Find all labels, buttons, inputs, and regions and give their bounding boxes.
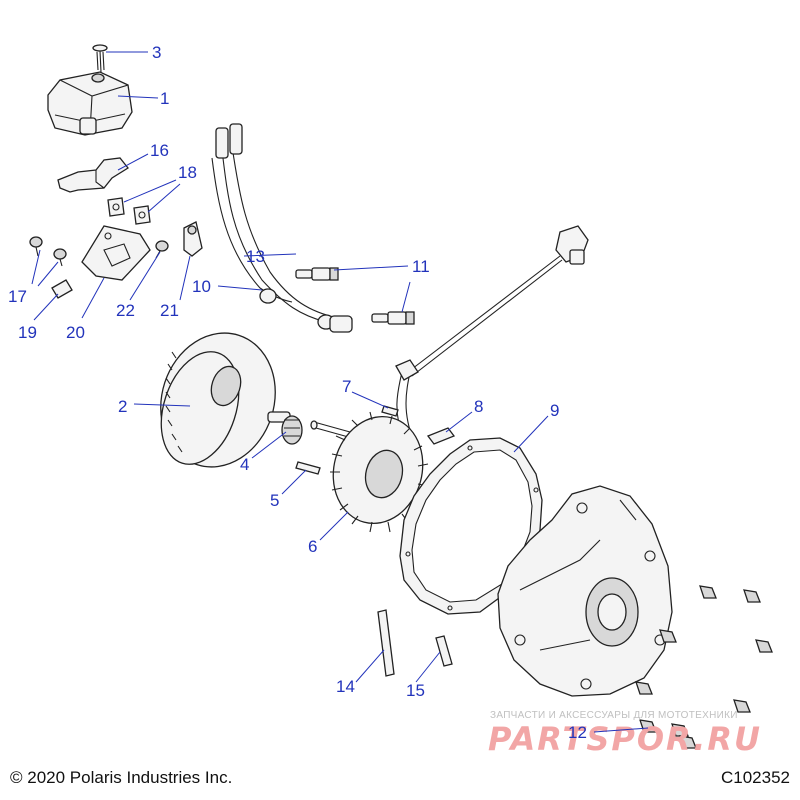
callout-17: 17 <box>8 287 27 306</box>
callout-5: 5 <box>270 491 279 510</box>
watermark-tagline: ЗАПЧАСТИ И АКСЕССУАРЫ ДЛЯ МОТОТЕХНИКИ <box>490 710 738 721</box>
stator-harness <box>395 225 589 443</box>
part-6-stator <box>330 411 429 533</box>
part-16-bracket <box>57 157 129 193</box>
housing-bolts <box>635 585 773 749</box>
callout-2: 2 <box>118 397 127 416</box>
part-14-hose <box>377 609 395 677</box>
callout-13: 13 <box>246 247 265 266</box>
part-19-clip <box>51 279 73 299</box>
copyright-notice: © 2020 Polaris Industries Inc. <box>10 768 233 787</box>
callout-16: 16 <box>150 141 169 160</box>
callout-8: 8 <box>474 397 483 416</box>
callout-21: 21 <box>160 301 179 320</box>
stator-cover <box>497 485 673 697</box>
callout-12: 12 <box>568 723 587 742</box>
callout-20: 20 <box>66 323 85 342</box>
part-15-hose <box>435 635 453 667</box>
part-4-gear <box>267 411 303 445</box>
part-11-spark-plugs <box>295 267 415 325</box>
callout-3: 3 <box>152 43 161 62</box>
callout-6: 6 <box>308 537 317 556</box>
stator-bolts <box>310 420 353 439</box>
leader-lines <box>31 51 649 733</box>
watermark: ЗАПЧАСТИ И АКСЕССУАРЫ ДЛЯ МОТОТЕХНИКИ PA… <box>488 710 762 758</box>
part-18-clips <box>107 197 151 225</box>
callout-18: 18 <box>178 163 197 182</box>
callout-4: 4 <box>240 455 249 474</box>
callout-22: 22 <box>116 301 135 320</box>
callouts: 3 1 16 18 17 19 20 22 21 10 13 11 2 7 8 … <box>8 43 587 742</box>
part-5-pin <box>295 461 321 475</box>
part-3-screw <box>92 44 108 73</box>
callout-11: 11 <box>412 257 430 276</box>
part-8-clamp <box>426 427 456 445</box>
callout-10: 10 <box>192 277 211 296</box>
part-13-coil-leads <box>211 123 353 333</box>
drawing-code: C102352 <box>720 768 790 787</box>
part-1-regulator <box>47 71 133 136</box>
part-22-nut <box>155 240 169 259</box>
part-2-flywheel <box>160 332 276 468</box>
part-21-clamp <box>183 221 203 257</box>
callout-15: 15 <box>406 681 425 700</box>
callout-19: 19 <box>18 323 37 342</box>
part-20-plate <box>81 225 151 281</box>
callout-7: 7 <box>342 377 351 396</box>
callout-14: 14 <box>336 677 355 696</box>
part-7-screw <box>381 405 399 417</box>
watermark-brand: PARTSPOR.RU <box>488 720 762 758</box>
callout-9: 9 <box>550 401 559 420</box>
callout-1: 1 <box>160 89 169 108</box>
part-17-bolts <box>29 236 67 267</box>
